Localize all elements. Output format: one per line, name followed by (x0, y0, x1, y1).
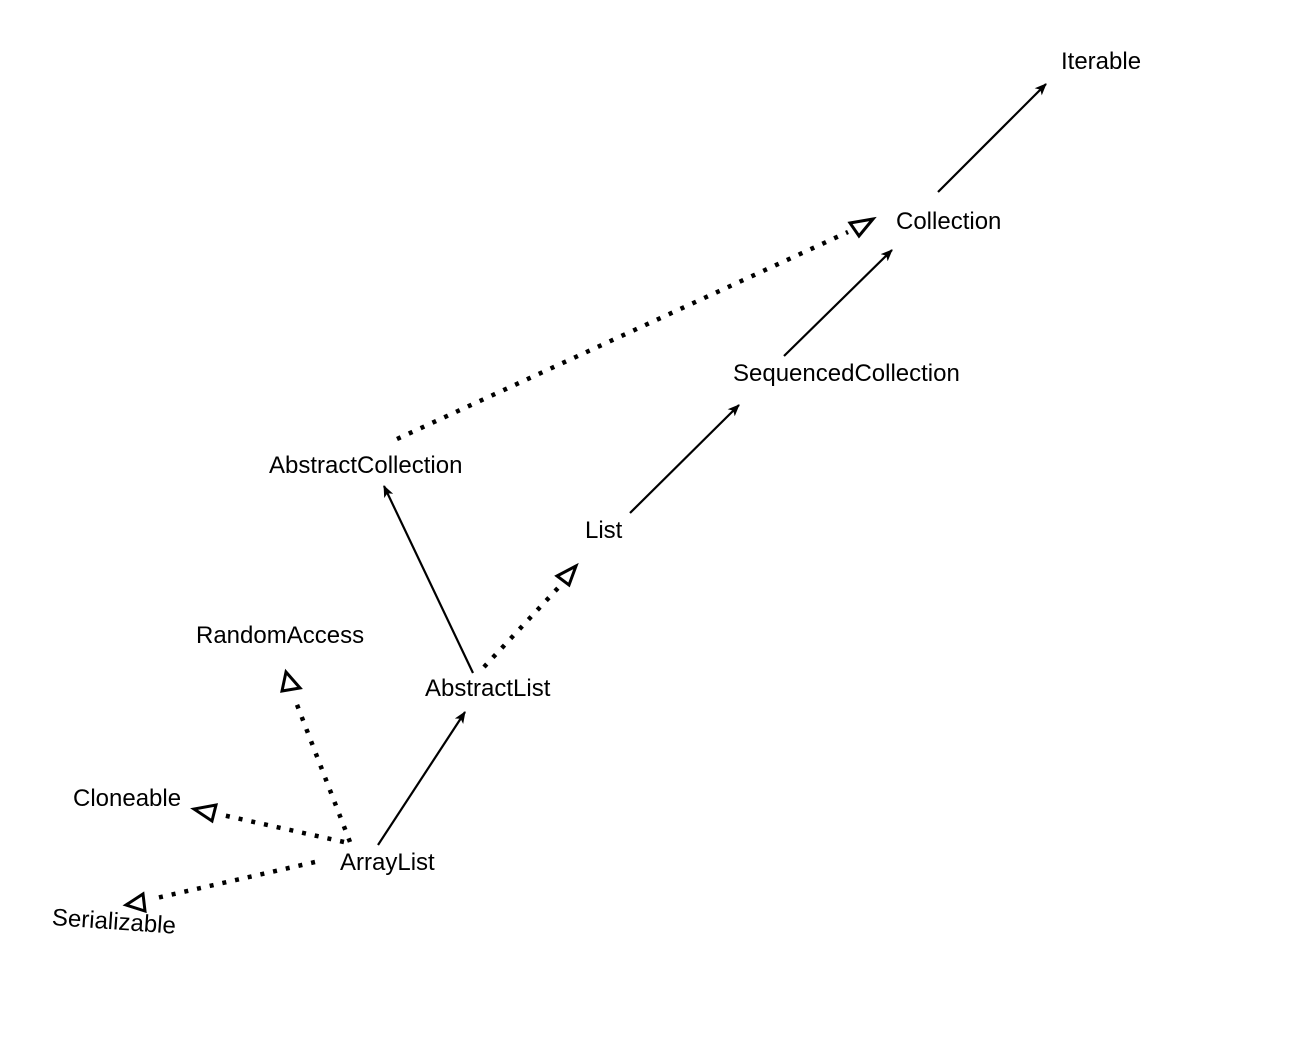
node-abstract-list: AbstractList (425, 675, 551, 702)
node-list: List (585, 517, 623, 544)
implements-arrowhead-serializable (122, 891, 147, 914)
node-random-access: RandomAccess (196, 622, 365, 649)
edge-arraylist-to-cloneable (217, 811, 345, 845)
node-sequenced-collection: SequencedCollection (733, 360, 960, 387)
edge-sequencedcollection-to-collection (783, 249, 893, 357)
edge-abstractcollection-to-collection (396, 229, 849, 442)
edge-collection-to-iterable (937, 83, 1047, 193)
implements-arrowhead-list (554, 562, 579, 588)
edge-arraylist-to-abstractlist (377, 711, 466, 846)
node-abstract-collection: AbstractCollection (269, 452, 463, 479)
node-collection: Collection (896, 208, 1002, 235)
node-array-list: ArrayList (340, 849, 435, 876)
implements-arrowhead-cloneable (190, 803, 219, 824)
implements-arrowhead-randomaccess (280, 668, 303, 693)
edge-abstractlist-to-list (482, 586, 560, 669)
edge-abstractlist-to-abstractcollection (383, 485, 474, 674)
implements-arrowhead-collection (847, 216, 877, 239)
node-iterable: Iterable (1061, 48, 1142, 75)
node-cloneable: Cloneable (73, 785, 182, 812)
edge-arraylist-to-randomaccess (291, 696, 353, 843)
edge-arraylist-to-serializable (151, 859, 316, 902)
edge-list-to-sequencedcollection (629, 404, 740, 514)
